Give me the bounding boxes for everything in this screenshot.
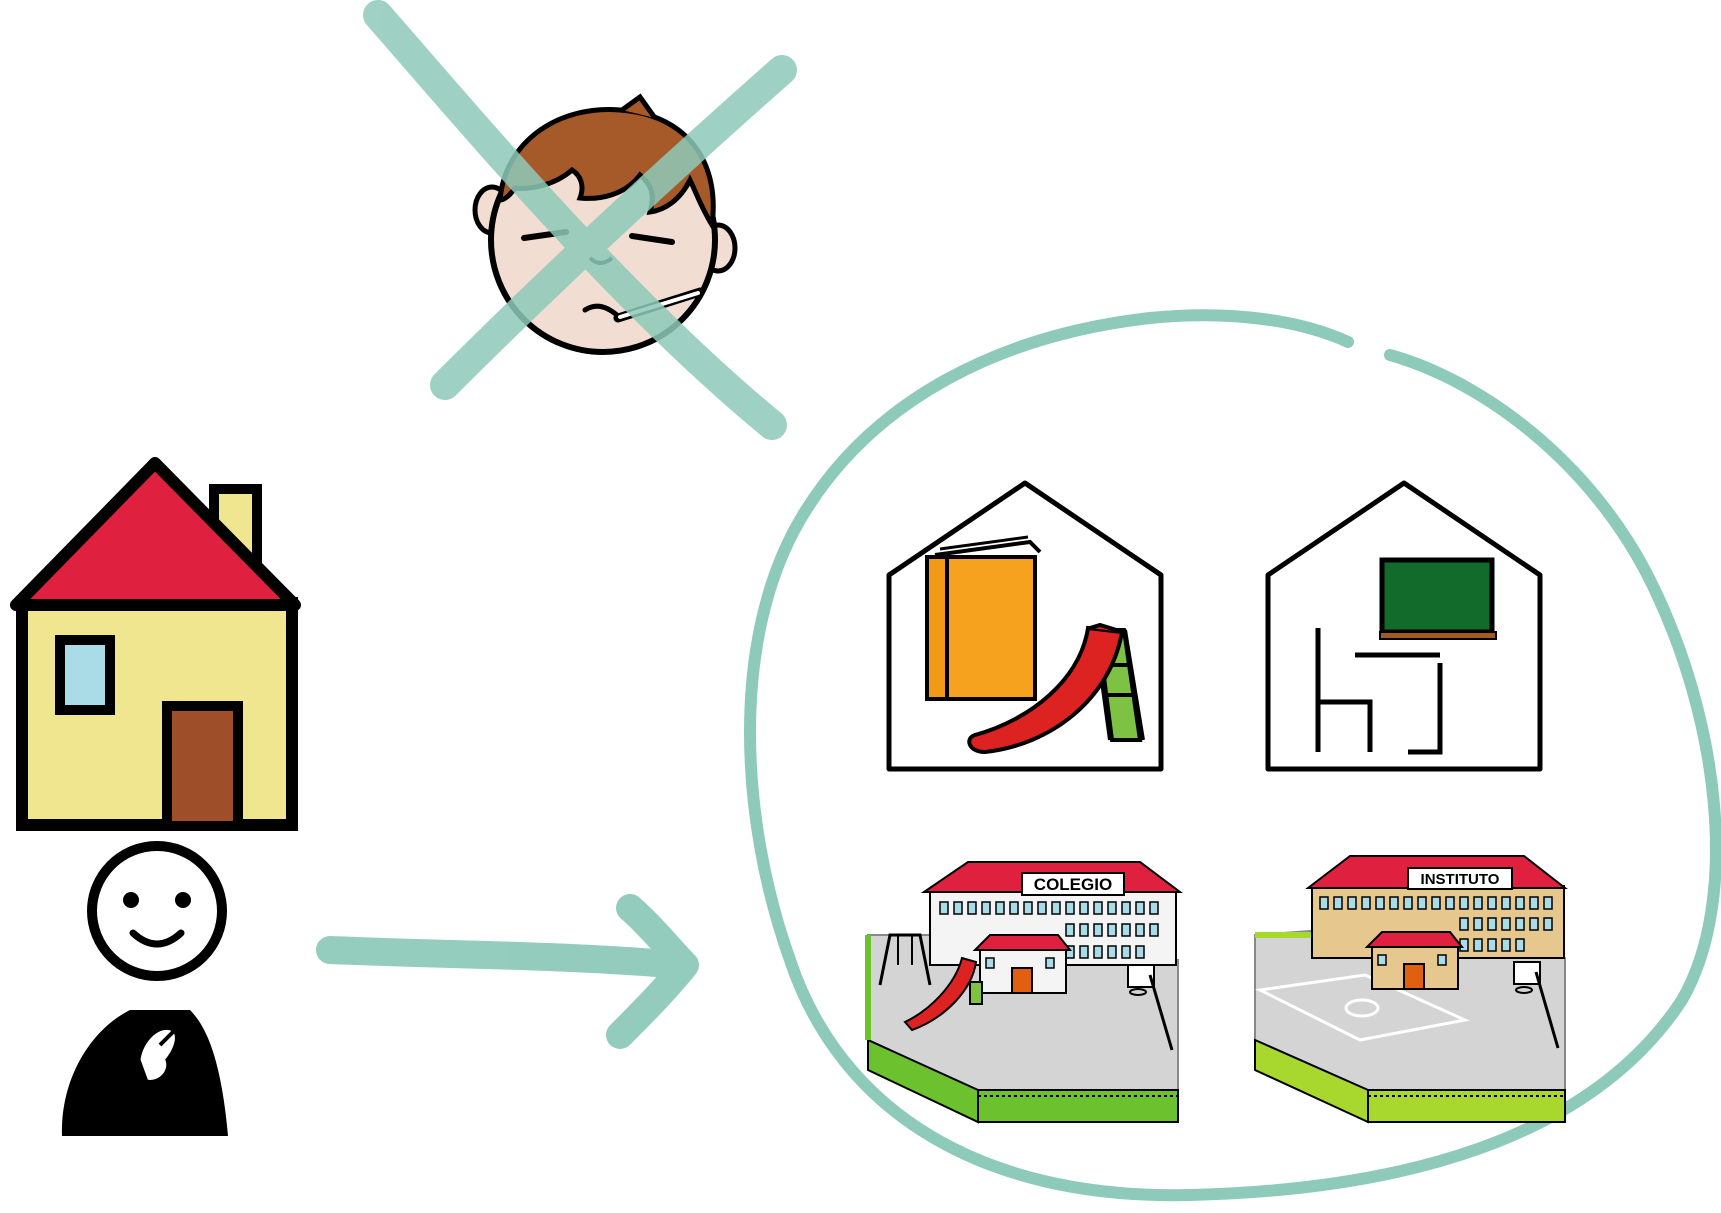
kindergarten-icon xyxy=(889,483,1161,769)
person-self-icon xyxy=(62,846,228,1136)
high-school-icon: INSTITUTO xyxy=(1255,856,1565,1122)
classroom-icon xyxy=(1268,483,1540,769)
primary-school-icon: COLEGIO xyxy=(868,862,1180,1122)
instituto-sign: INSTITUTO xyxy=(1421,871,1500,888)
house-icon xyxy=(16,463,295,826)
arrow-right-icon xyxy=(330,908,685,1035)
colegio-sign: COLEGIO xyxy=(1034,875,1112,894)
